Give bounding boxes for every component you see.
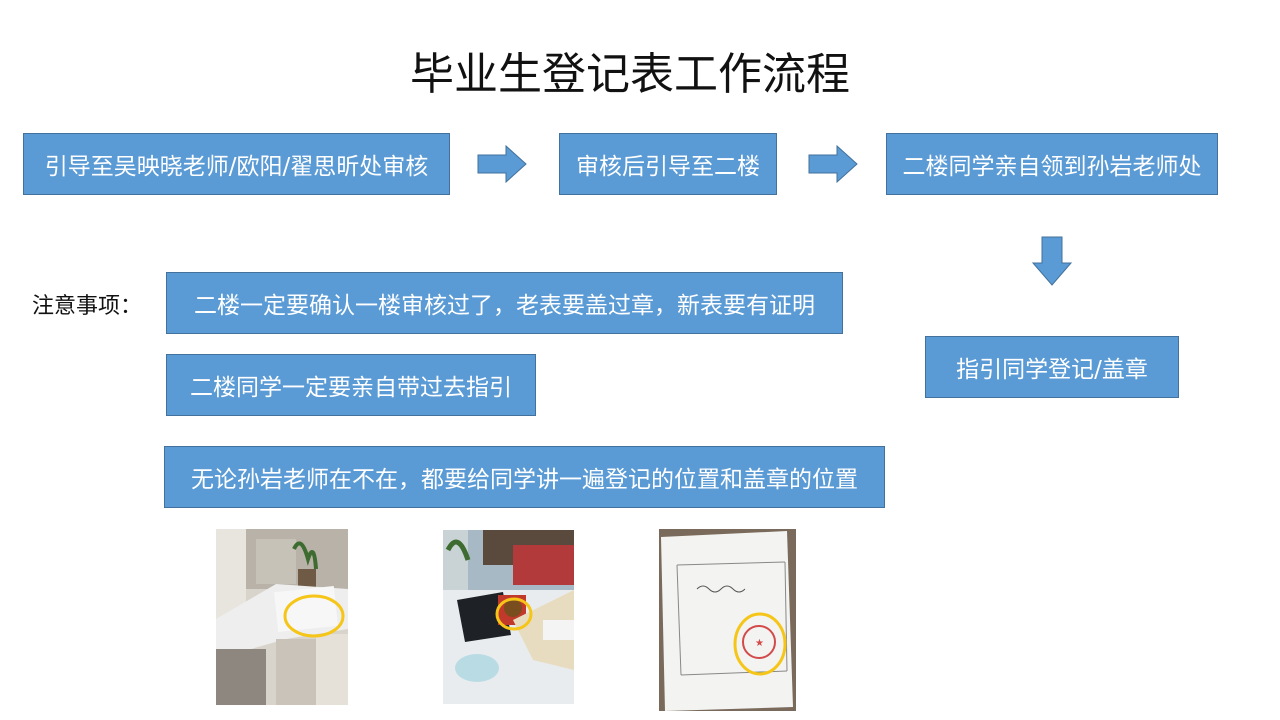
note-item-escort-personally: 二楼同学一定要亲自带过去指引: [166, 354, 536, 416]
flow-step-guide-second-floor: 审核后引导至二楼: [559, 133, 777, 195]
right-arrow-icon: [477, 144, 527, 184]
svg-text:★: ★: [755, 638, 764, 649]
flow-step-review: 引导至吴映晓老师/欧阳/翟思昕处审核: [23, 133, 450, 195]
notes-label: 注意事项：: [32, 294, 143, 319]
note-item-explain-positions: 无论孙岩老师在不在，都要给同学讲一遍登记的位置和盖章的位置: [164, 446, 885, 508]
down-arrow-icon: [1031, 236, 1073, 286]
flow-step-register-stamp: 指引同学登记/盖章: [925, 336, 1179, 398]
photo-registration-desk: [216, 529, 348, 705]
page-title: 毕业生登记表工作流程: [410, 49, 850, 100]
note-item-confirm-review: 二楼一定要确认一楼审核过了，老表要盖过章，新表要有证明: [166, 272, 843, 334]
flow-step-escort-to-teacher: 二楼同学亲自领到孙岩老师处: [886, 133, 1218, 195]
right-arrow-icon: [808, 144, 858, 184]
photo-stamped-form: ★: [659, 529, 796, 711]
photo-stamp-table: [443, 530, 574, 704]
